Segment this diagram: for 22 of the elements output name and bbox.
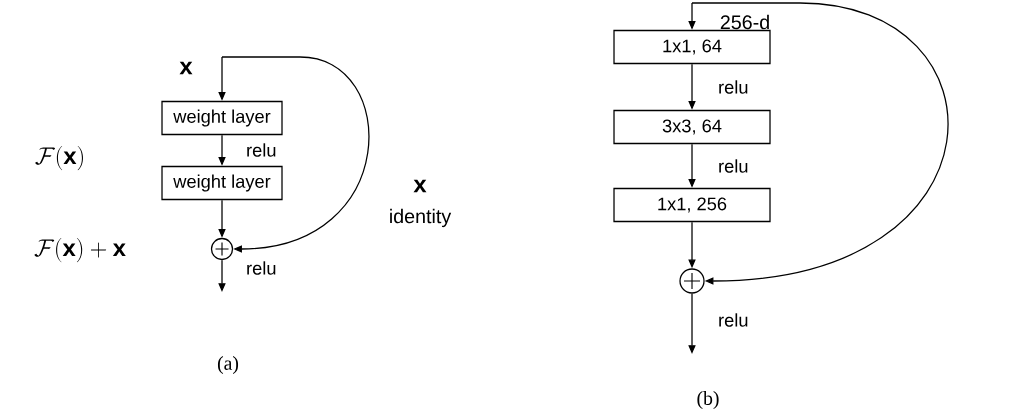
variable-label: $\mathbf{x}$ xyxy=(413,179,427,193)
skip-arrow xyxy=(221,56,370,253)
edge-label: relu xyxy=(244,259,278,277)
panel-label: (b) xyxy=(697,391,719,409)
skip-arrow xyxy=(691,2,948,285)
function-label: $\mathcal{F}(\mathbf{x})$ xyxy=(35,145,83,171)
panel-label: (a) xyxy=(217,356,239,374)
layer-box: weight layer xyxy=(161,165,283,201)
layer-box: 3x3, 64 xyxy=(613,109,771,145)
variable-label: $\mathbf{x}$ xyxy=(179,61,193,75)
edge-label: relu xyxy=(716,311,750,329)
annotation-label: identity xyxy=(390,208,452,228)
sum-symbol xyxy=(679,268,705,294)
edge-label: relu xyxy=(716,78,750,96)
dimension-label: 256-d xyxy=(720,14,769,30)
layer-box: weight layer xyxy=(161,100,283,136)
layer-box: 1x1, 256 xyxy=(613,187,771,223)
edge-label: relu xyxy=(716,157,750,175)
sum-symbol xyxy=(210,237,234,261)
formula-label: $\mathcal{F}(\mathbf{x}) + \mathbf{x}$ xyxy=(34,237,126,263)
layer-box: 1x1, 64 xyxy=(613,29,771,65)
edge-label: relu xyxy=(244,141,278,159)
